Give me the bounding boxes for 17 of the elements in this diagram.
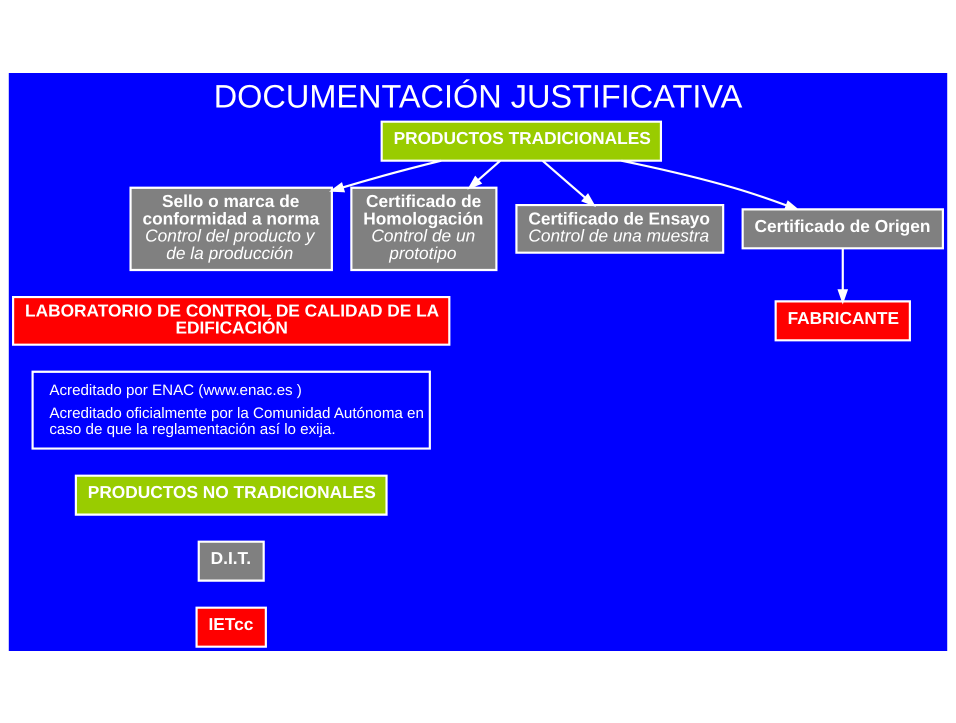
node-box: Acreditado por ENAC (www.enac.es ) Acreditado oficialmente por la Comunidad Autónoma en caso de que la reglamentación así lo exija. bbox=[32, 370, 431, 450]
arrow bbox=[837, 248, 848, 304]
node-box: Certificado de Origen bbox=[742, 208, 944, 249]
node-box: Certificado de Ensayo Control de una muestra bbox=[515, 203, 724, 254]
node-box: Sello o marca de conformidad a norma Control del producto y de la producción bbox=[129, 186, 333, 271]
diagram-title: DOCUMENTACIÓN JUSTIFICATIVA bbox=[214, 78, 742, 114]
arrow bbox=[621, 159, 800, 210]
arrow bbox=[329, 159, 442, 192]
node-box: IETcc bbox=[196, 606, 267, 648]
node-box: Certificado de Homologación Control de un prototipo bbox=[350, 186, 498, 271]
node-box: PRODUCTOS NO TRADICIONALES bbox=[74, 474, 388, 516]
node-box: D.I.T. bbox=[198, 540, 265, 582]
arrow bbox=[542, 160, 596, 207]
arrow bbox=[467, 160, 501, 190]
node-box: LABORATORIO DE CONTROL DE CALIDAD DE LA EDIFICACIÓN bbox=[12, 295, 450, 346]
node-box: PRODUCTOS TRADICIONALES bbox=[380, 120, 662, 162]
node-box: FABRICANTE bbox=[774, 300, 911, 341]
